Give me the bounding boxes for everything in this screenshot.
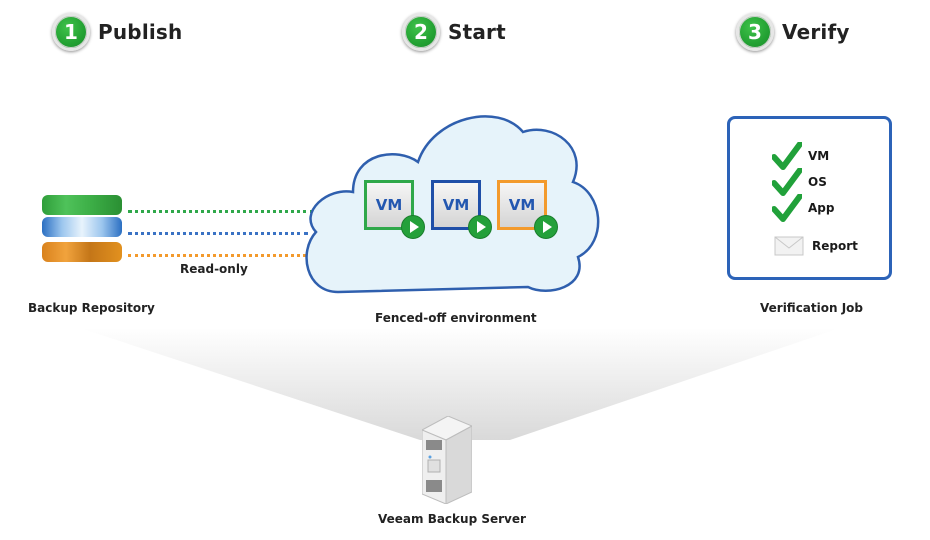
check-item: App <box>772 194 834 222</box>
check-label: OS <box>808 175 827 189</box>
checkmark-icon <box>772 168 802 196</box>
vm-label: VM <box>508 196 536 214</box>
veeam-backup-server-caption: Veeam Backup Server <box>378 512 526 526</box>
vm-icon: VM <box>431 180 492 239</box>
vm-icon: VM <box>497 180 558 239</box>
play-icon <box>401 215 425 239</box>
check-label: VM <box>808 149 830 163</box>
step-number-badge: 2 <box>402 13 440 51</box>
step-publish: 1 Publish <box>52 12 182 52</box>
envelope-icon <box>774 236 804 256</box>
repository-disk-icon <box>42 217 122 237</box>
verification-job-caption: Verification Job <box>760 301 864 315</box>
step-start: 2 Start <box>402 12 506 52</box>
step-label: Start <box>448 20 506 44</box>
play-icon <box>468 215 492 239</box>
backup-repository-caption: Backup Repository <box>28 301 155 315</box>
server-icon <box>422 416 472 504</box>
vm-icon: VM <box>364 180 425 239</box>
report-item: Report <box>774 236 858 256</box>
checkmark-icon <box>772 142 802 170</box>
check-item: OS <box>772 168 827 196</box>
vm-label: VM <box>442 196 470 214</box>
read-only-link-green <box>128 210 314 213</box>
read-only-label: Read-only <box>180 262 248 276</box>
step-number-badge: 1 <box>52 13 90 51</box>
check-item: VM <box>772 142 829 170</box>
checkmark-icon <box>772 194 802 222</box>
report-label: Report <box>812 239 858 253</box>
play-icon <box>534 215 558 239</box>
step-number-badge: 3 <box>736 13 774 51</box>
step-label: Verify <box>782 20 850 44</box>
vm-label: VM <box>375 196 403 214</box>
step-label: Publish <box>98 20 183 44</box>
read-only-link-blue <box>128 232 308 235</box>
fenced-off-environment-caption: Fenced-off environment <box>375 311 537 325</box>
repository-disk-icon <box>42 242 122 262</box>
step-verify: 3 Verify <box>736 12 850 52</box>
repository-disk-icon <box>42 195 122 215</box>
check-label: App <box>808 201 835 215</box>
verification-job-panel <box>727 116 892 280</box>
read-only-link-orange <box>128 254 306 257</box>
